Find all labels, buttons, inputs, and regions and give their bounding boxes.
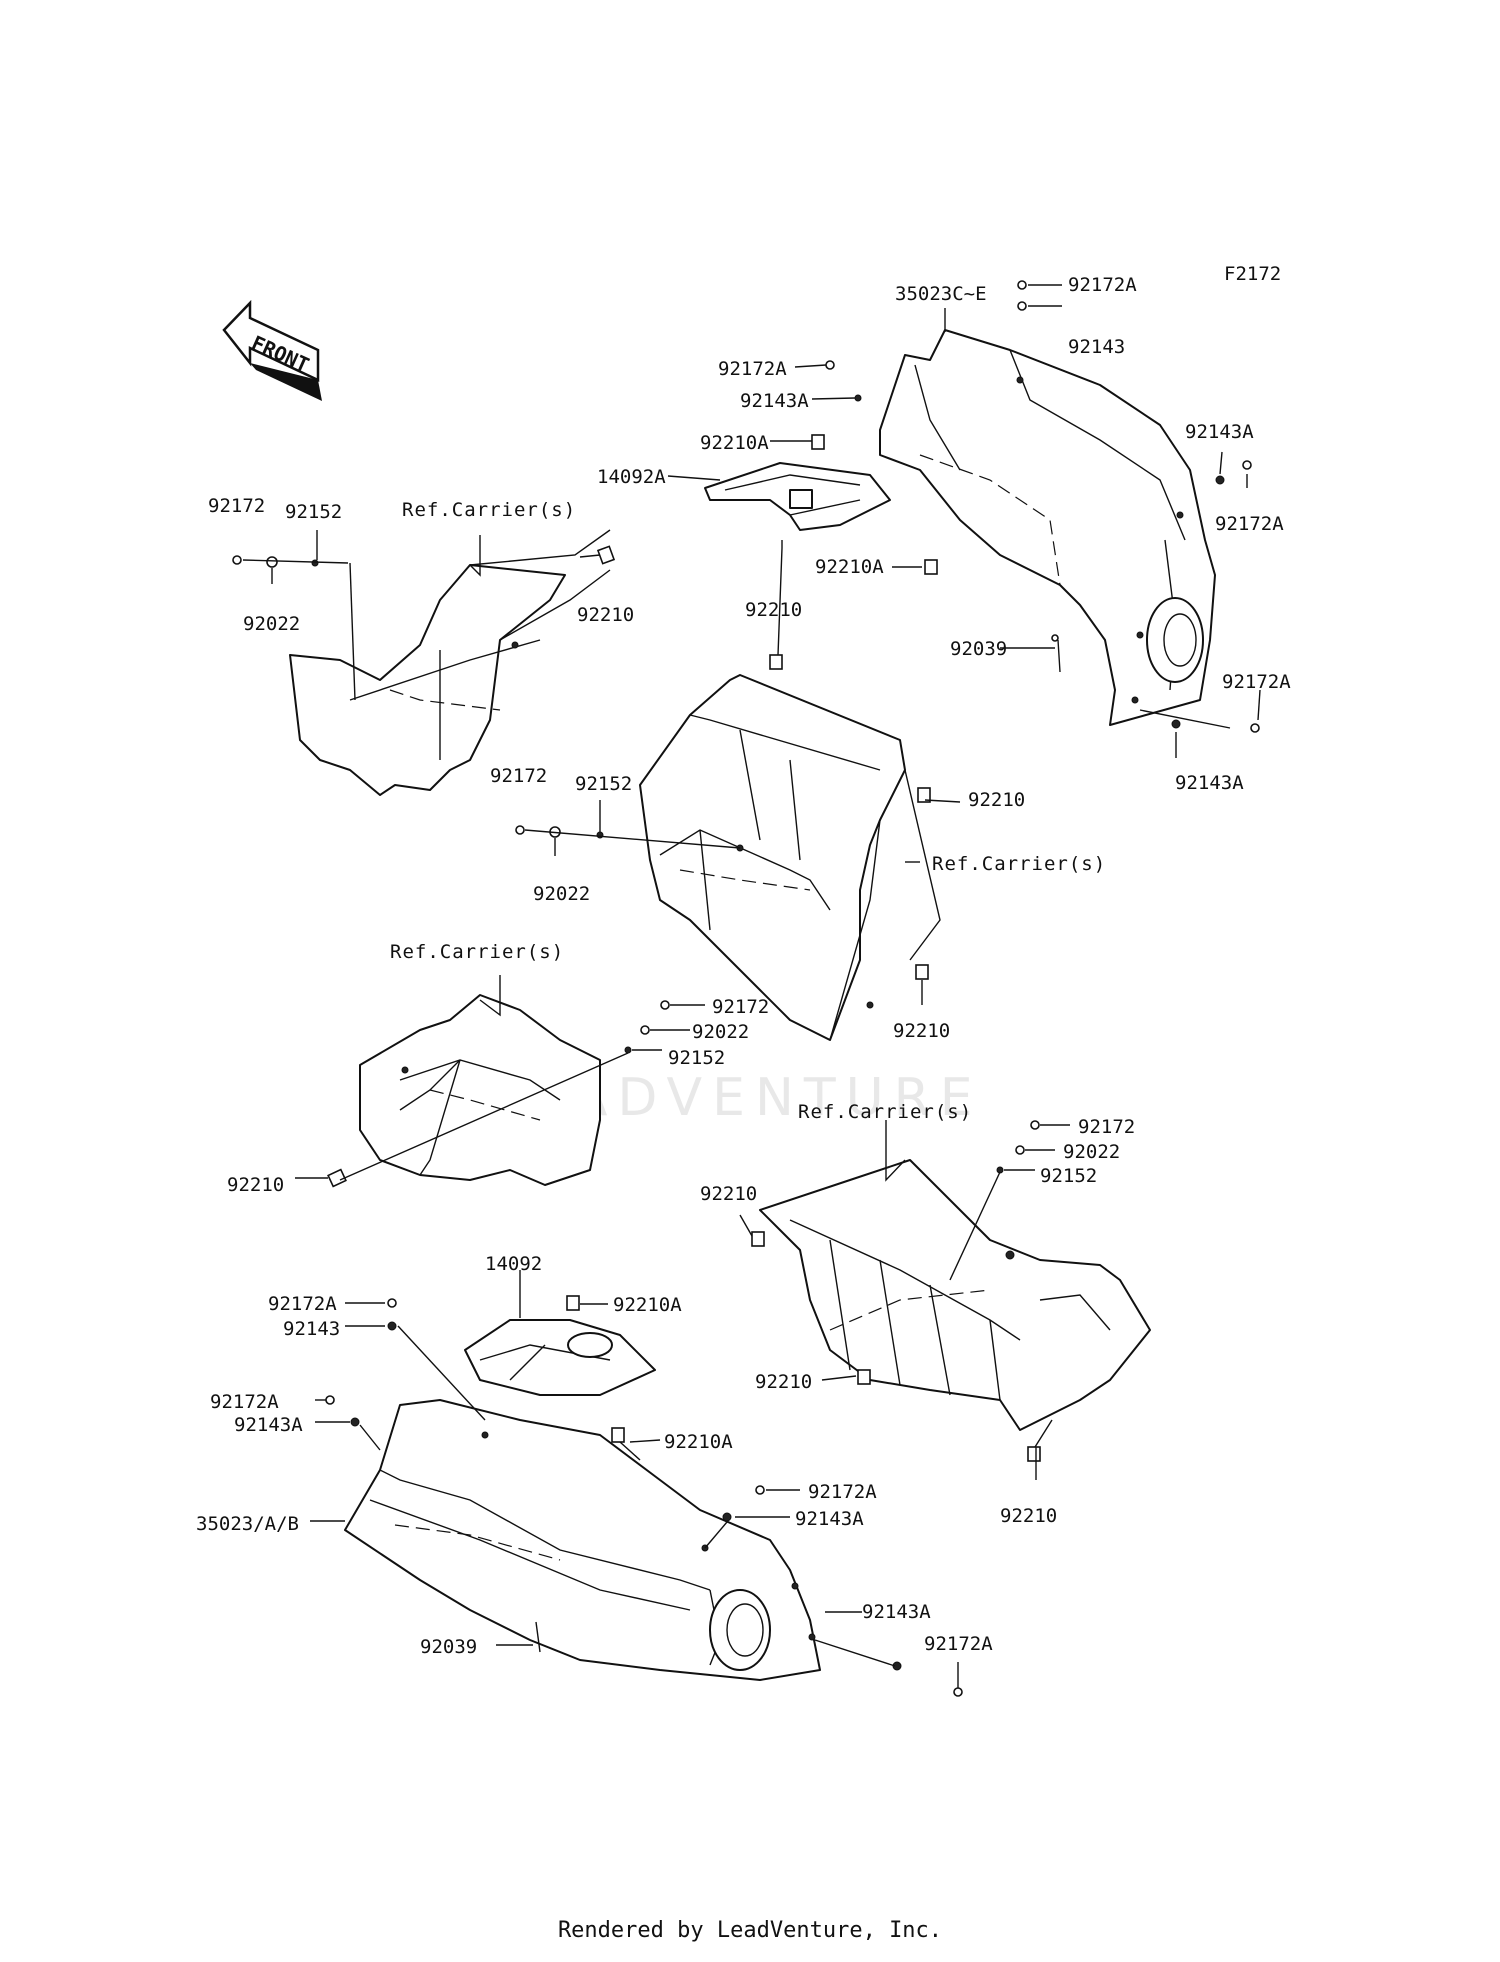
label-92210: 92210: [968, 789, 1025, 811]
label-92172: 92172: [490, 765, 547, 787]
label-ref-carrier: Ref.Carrier(s): [798, 1101, 972, 1123]
label-92172A: 92172A: [1215, 513, 1284, 535]
label-92172: 92172: [1078, 1116, 1135, 1138]
label-92210A: 92210A: [613, 1294, 682, 1316]
label-14092: 14092: [485, 1253, 542, 1275]
part-35023-A-B: [344, 1399, 821, 1681]
label-92210A: 92210A: [700, 432, 769, 454]
label-92152: 92152: [1040, 1165, 1097, 1187]
label-92172: 92172: [208, 495, 265, 517]
label-ref-carrier: Ref.Carrier(s): [390, 941, 564, 963]
label-92022: 92022: [692, 1021, 749, 1043]
label-92172A: 92172A: [1068, 274, 1137, 296]
part-35023C-E: [879, 329, 1216, 726]
label-92210: 92210: [577, 604, 634, 626]
label-92210: 92210: [755, 1371, 812, 1393]
label-92210: 92210: [1000, 1505, 1057, 1527]
label-92172: 92172: [712, 996, 769, 1018]
label-ref-carrier: Ref.Carrier(s): [402, 499, 576, 521]
label-92022: 92022: [1063, 1141, 1120, 1163]
label-92172A: 92172A: [718, 358, 787, 380]
label-35023-A-B: 35023/A/B: [196, 1513, 299, 1535]
label-92022: 92022: [243, 613, 300, 635]
label-92143A: 92143A: [1175, 772, 1244, 794]
label-92210A: 92210A: [664, 1431, 733, 1453]
label-92210: 92210: [893, 1020, 950, 1042]
label-92172A: 92172A: [268, 1293, 337, 1315]
label-92143: 92143: [283, 1318, 340, 1340]
footer-credit: Rendered by LeadVenture, Inc.: [557, 1918, 943, 1943]
label-92172A: 92172A: [808, 1481, 877, 1503]
label-92022: 92022: [533, 883, 590, 905]
label-92152: 92152: [285, 501, 342, 523]
label-92039: 92039: [950, 638, 1007, 660]
fasteners: [232, 280, 1260, 1697]
label-92152: 92152: [668, 1047, 725, 1069]
label-92210: 92210: [227, 1174, 284, 1196]
label-92152: 92152: [575, 773, 632, 795]
label-92143A: 92143A: [862, 1601, 931, 1623]
label-14092A: 14092A: [597, 466, 666, 488]
label-92210: 92210: [700, 1183, 757, 1205]
label-35023C-E: 35023C~E: [895, 283, 987, 305]
front-arrow-icon: FRONT: [222, 299, 322, 401]
carrier-frame-middle-left: [359, 994, 601, 1186]
label-ref-carrier: Ref.Carrier(s): [932, 853, 1106, 875]
label-92143A: 92143A: [795, 1508, 864, 1530]
label-92143: 92143: [1068, 336, 1125, 358]
figure-code: F2172: [1224, 263, 1281, 285]
label-92172A: 92172A: [1222, 671, 1291, 693]
label-92210A: 92210A: [815, 556, 884, 578]
label-92039: 92039: [420, 1636, 477, 1658]
carrier-center: [639, 674, 941, 1041]
label-92210: 92210: [745, 599, 802, 621]
label-92172A: 92172A: [924, 1633, 993, 1655]
carrier-rear-right: [759, 1159, 1151, 1431]
part-14092: [464, 1319, 656, 1396]
label-92143A: 92143A: [234, 1414, 303, 1436]
part-14092A: [704, 462, 891, 531]
label-92143A: 92143A: [1185, 421, 1254, 443]
label-92143A: 92143A: [740, 390, 809, 412]
carrier-frame-upper-left: [289, 529, 611, 796]
label-92172A: 92172A: [210, 1391, 279, 1413]
part-labels: 35023C~E 92172A 92143 92172A 92143A 9221…: [196, 274, 1291, 1658]
leader-lines: [242, 284, 1261, 1688]
